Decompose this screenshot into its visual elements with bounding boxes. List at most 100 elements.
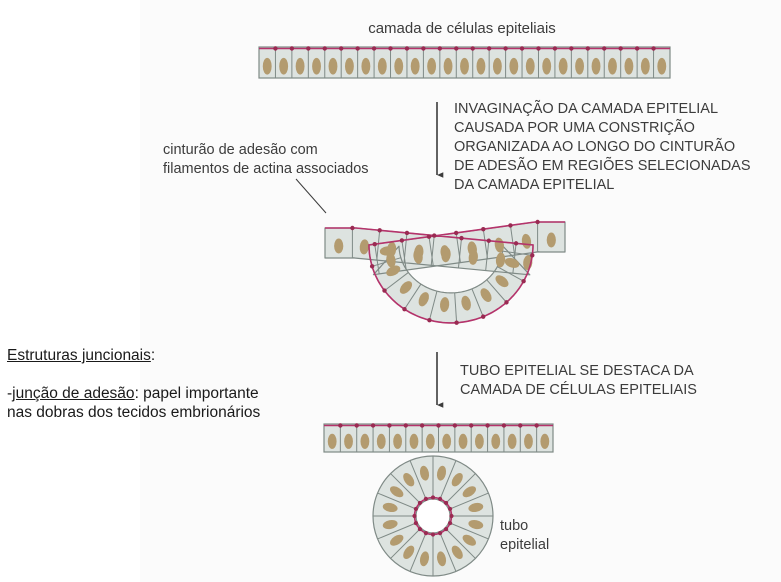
cell-nucleus: [399, 281, 413, 294]
junction-dot: [602, 46, 607, 51]
junction-dot: [437, 46, 443, 51]
cell-nucleus: [542, 57, 552, 75]
tube-label-line-1: tubo: [500, 518, 528, 534]
note-item: -junção de adesão: papel importante nas …: [7, 384, 267, 422]
junction-dot: [437, 530, 443, 536]
junction-dot: [372, 242, 377, 247]
cell-nucleus: [540, 433, 550, 449]
junction-dot: [437, 496, 443, 502]
cell-nucleus: [495, 275, 509, 288]
junction-dot: [402, 306, 407, 312]
cell-nucleus: [425, 433, 435, 449]
step1-line-3: ORGANIZADA AO LONGO DO CINTURÃO: [454, 138, 735, 155]
cell-nucleus: [382, 519, 398, 530]
junction-dot: [443, 500, 449, 506]
junction-dot: [412, 513, 417, 519]
cell-nucleus: [480, 288, 492, 302]
cell-nucleus: [377, 57, 387, 75]
cell-nucleus: [640, 57, 650, 75]
cell-nucleus: [509, 57, 519, 75]
junction-dot: [501, 423, 507, 428]
junction-dot: [504, 300, 509, 305]
cell-nucleus: [442, 433, 452, 449]
cell-nucleus: [525, 57, 535, 75]
adhesion-label-line-2: filamentos de actina associados: [163, 161, 369, 177]
junction-dot: [413, 506, 419, 512]
junction-dot: [413, 520, 419, 526]
cell-nucleus: [262, 57, 272, 75]
cell-boundary: [409, 460, 427, 501]
cell-boundary: [439, 460, 457, 501]
cell-nucleus: [504, 257, 520, 268]
cell-boundary: [444, 473, 476, 505]
invaginated-sheet: [324, 219, 566, 325]
junction-dot: [419, 423, 425, 428]
junction-dot: [486, 46, 492, 51]
cell-nucleus: [460, 57, 469, 75]
cell-nucleus: [468, 502, 484, 513]
note-item-dash: -: [7, 385, 13, 402]
cell-nucleus: [591, 57, 601, 75]
cell-nucleus: [451, 545, 463, 559]
cell-boundary: [376, 230, 381, 261]
junction-dot: [486, 238, 491, 243]
cell-nucleus: [376, 433, 386, 449]
cell-boundary: [428, 290, 438, 321]
step2-line-1: TUBO EPITELIAL SE DESTACA DA: [460, 363, 694, 379]
junction-dot: [503, 46, 508, 51]
note-heading: Estruturas juncionais:: [7, 346, 267, 365]
junction-dot: [585, 46, 590, 51]
note-heading-colon: :: [150, 347, 156, 364]
junction-dot: [377, 228, 382, 233]
cell-boundary: [497, 266, 524, 282]
junction-dot: [417, 500, 423, 506]
junction-dot: [513, 241, 519, 246]
cell-nucleus: [328, 57, 338, 75]
cell-boundary: [371, 257, 402, 267]
note-item-text: : papel importante nas dobras dos tecido…: [7, 385, 261, 421]
cell-boundary: [454, 292, 458, 323]
cell-nucleus: [558, 57, 568, 75]
note-item-term: junção de adesão: [12, 385, 135, 402]
step1-line-1: INVAGINAÇÃO DA CAMADA EPITELIAL: [454, 100, 718, 117]
cell-nucleus: [451, 473, 463, 487]
junction-dot: [634, 46, 640, 51]
junction-dot: [421, 46, 426, 51]
junction-dot: [470, 46, 475, 51]
cell-nucleus: [462, 486, 477, 498]
cell-nucleus: [418, 292, 429, 307]
cell-boundary: [401, 240, 407, 271]
junction-dot: [436, 423, 441, 428]
junction-dot: [427, 317, 432, 323]
adhesion-leader-line: [295, 178, 327, 214]
junction-dot: [508, 223, 513, 228]
junction-dot: [382, 288, 387, 293]
cell-nucleus: [419, 551, 430, 567]
cell-nucleus: [419, 465, 430, 481]
junction-dot: [322, 46, 327, 51]
cell-nucleus: [390, 486, 404, 498]
cell-boundary: [377, 522, 418, 540]
cell-boundary: [502, 250, 533, 256]
junction-dot: [534, 423, 539, 428]
junction-dot: [521, 278, 526, 284]
cell-nucleus: [575, 57, 585, 75]
adhesion-belt: [325, 221, 565, 324]
junction-dot: [569, 46, 574, 51]
junctional-structures-note: Estruturas juncionais: -junção de adesão…: [7, 346, 267, 441]
cell-boundary: [390, 527, 422, 559]
cell-nucleus: [624, 57, 634, 75]
cell-nucleus: [461, 295, 471, 311]
cell-nucleus: [462, 534, 477, 546]
junction-dot: [289, 46, 295, 51]
epithelial-sheet-top: [258, 46, 671, 79]
junction-dot: [306, 46, 311, 51]
cell-nucleus: [386, 252, 396, 268]
cell-nucleus: [295, 57, 305, 75]
cell-nucleus: [394, 57, 404, 75]
cell-nucleus: [546, 232, 556, 248]
cell-boundary: [439, 531, 457, 572]
junction-dot: [423, 530, 429, 536]
junction-dot: [426, 234, 432, 239]
